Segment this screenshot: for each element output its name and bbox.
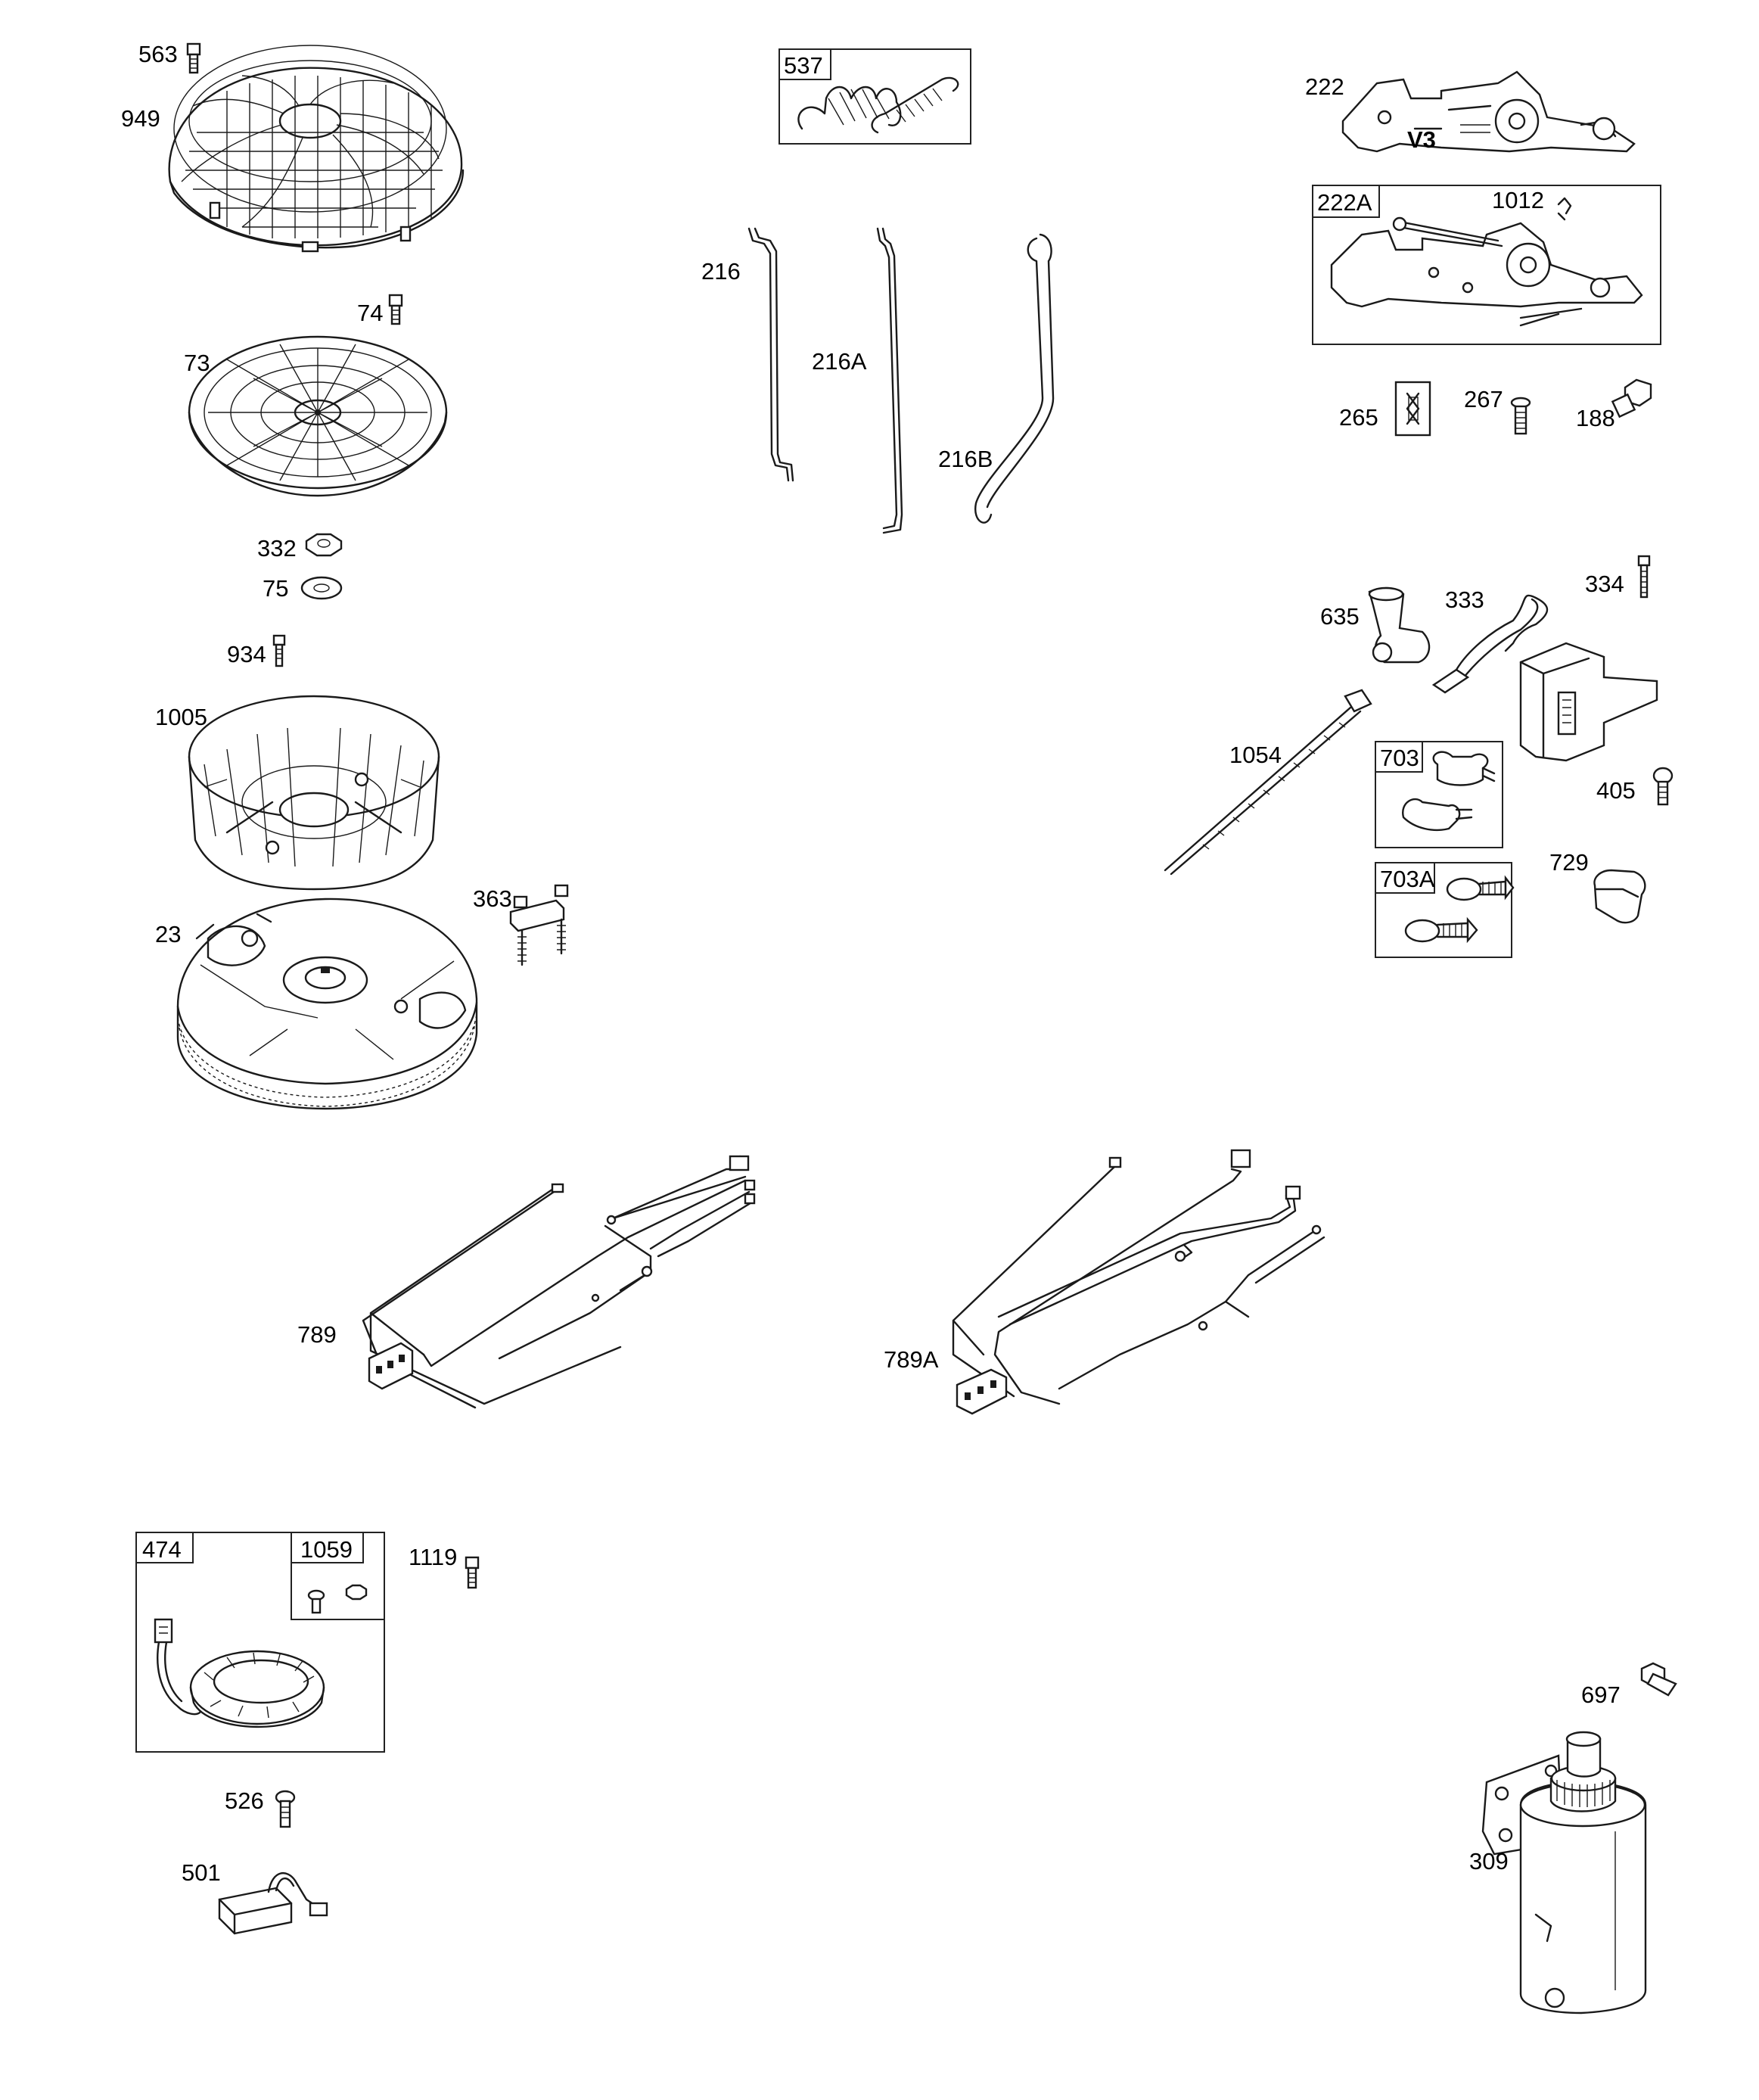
label-703A: 703A bbox=[1380, 866, 1435, 892]
part-1054-cable-tie bbox=[1164, 689, 1372, 876]
label-334: 334 bbox=[1585, 571, 1624, 597]
label-405: 405 bbox=[1596, 777, 1636, 804]
part-405-screw bbox=[1652, 767, 1674, 806]
label-23: 23 bbox=[155, 921, 181, 947]
label-265: 265 bbox=[1339, 404, 1378, 431]
part-73-fan-screen bbox=[188, 335, 448, 497]
label-v3: V3 bbox=[1407, 126, 1436, 153]
part-265-clip bbox=[1394, 381, 1431, 437]
label-216A: 216A bbox=[812, 348, 867, 375]
label-222: 222 bbox=[1305, 73, 1344, 100]
part-333-ignition-coil bbox=[1431, 594, 1658, 762]
label-934: 934 bbox=[227, 641, 266, 667]
label-697: 697 bbox=[1581, 1682, 1621, 1708]
part-222A-bracket-kit bbox=[1312, 185, 1661, 345]
part-188-screw bbox=[1611, 378, 1652, 418]
label-216B: 216B bbox=[938, 446, 993, 472]
label-188: 188 bbox=[1576, 405, 1615, 431]
part-216A-link bbox=[876, 227, 903, 534]
part-332-nut bbox=[305, 533, 343, 557]
part-1005-fan bbox=[188, 695, 440, 891]
label-703: 703 bbox=[1380, 745, 1419, 771]
part-216-link bbox=[747, 227, 794, 482]
label-73: 73 bbox=[184, 350, 210, 376]
label-74: 74 bbox=[357, 300, 383, 326]
part-526-bolt bbox=[275, 1790, 296, 1828]
part-537-springs bbox=[778, 48, 971, 145]
part-789-harness bbox=[362, 1155, 756, 1409]
label-949: 949 bbox=[121, 105, 160, 132]
part-334-bolt bbox=[1637, 555, 1651, 599]
part-309-starter bbox=[1481, 1731, 1647, 2014]
label-332: 332 bbox=[257, 535, 297, 562]
label-1059: 1059 bbox=[300, 1536, 353, 1563]
label-789A: 789A bbox=[884, 1346, 939, 1373]
label-216: 216 bbox=[701, 258, 741, 285]
label-1012: 1012 bbox=[1492, 187, 1544, 213]
part-267-screw bbox=[1510, 397, 1531, 435]
label-789: 789 bbox=[297, 1321, 337, 1348]
label-474: 474 bbox=[142, 1536, 182, 1563]
part-216B-link bbox=[974, 233, 1055, 524]
label-1054: 1054 bbox=[1229, 742, 1282, 768]
part-501-regulator bbox=[218, 1872, 328, 1935]
label-729: 729 bbox=[1549, 849, 1589, 876]
label-1005: 1005 bbox=[155, 704, 207, 730]
part-697-bolt bbox=[1640, 1662, 1677, 1697]
label-363: 363 bbox=[473, 885, 512, 912]
part-635-spark-boot bbox=[1368, 586, 1431, 664]
label-563: 563 bbox=[138, 41, 178, 67]
part-949-blower-screen bbox=[168, 45, 465, 253]
part-1119-bolt bbox=[465, 1556, 480, 1589]
label-1119: 1119 bbox=[409, 1544, 457, 1570]
part-729-boot bbox=[1593, 869, 1646, 924]
part-23-flywheel bbox=[176, 898, 478, 1110]
part-474-alternator bbox=[135, 1532, 385, 1753]
part-75-washer bbox=[300, 576, 343, 600]
part-703-clamp bbox=[1375, 741, 1503, 848]
part-74-bolt bbox=[388, 294, 403, 325]
label-537: 537 bbox=[784, 52, 823, 79]
part-934-bolt bbox=[272, 634, 286, 667]
part-363-bracket bbox=[509, 884, 569, 966]
part-703A-clamp bbox=[1375, 862, 1515, 958]
callout-labels: 563 949 74 73 332 75 934 1005 23 363 537… bbox=[121, 41, 1636, 1886]
label-267: 267 bbox=[1464, 386, 1503, 412]
label-222A: 222A bbox=[1317, 189, 1372, 216]
label-75: 75 bbox=[263, 575, 288, 602]
label-333: 333 bbox=[1445, 586, 1484, 613]
label-501: 501 bbox=[182, 1859, 221, 1886]
part-222-bracket bbox=[1341, 70, 1636, 153]
part-563-bolt bbox=[186, 42, 201, 74]
part-789A-harness bbox=[952, 1149, 1325, 1415]
label-309: 309 bbox=[1469, 1848, 1509, 1874]
label-635: 635 bbox=[1320, 603, 1360, 630]
label-526: 526 bbox=[225, 1787, 264, 1814]
